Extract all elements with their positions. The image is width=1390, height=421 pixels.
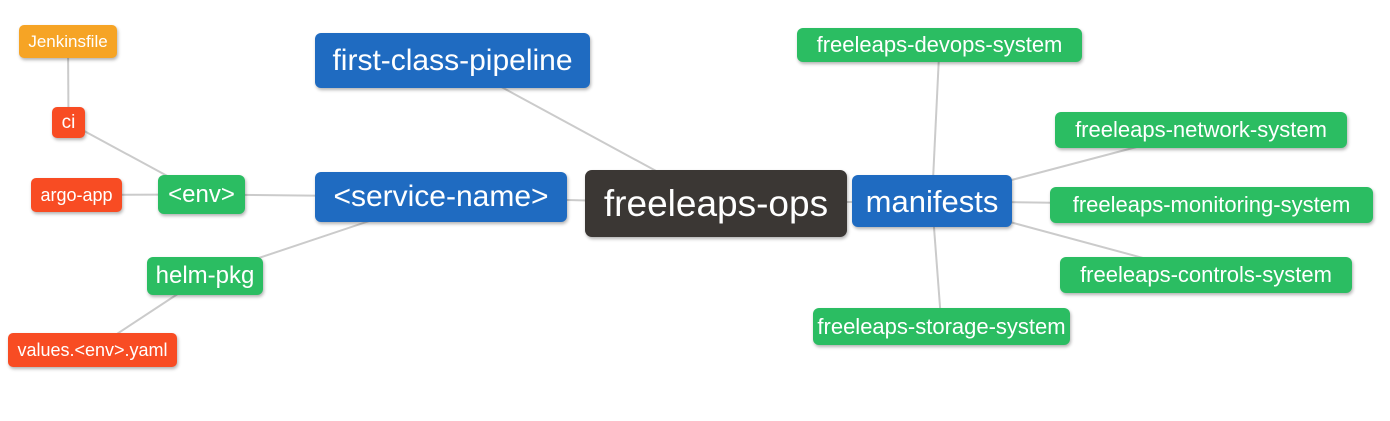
node-first-class-pipeline[interactable]: first-class-pipeline	[315, 33, 590, 88]
node-values-env-yaml[interactable]: values.<env>.yaml	[8, 333, 177, 367]
node-freeleaps-network-system[interactable]: freeleaps-network-system	[1055, 112, 1347, 148]
node-freeleaps-storage-system[interactable]: freeleaps-storage-system	[813, 308, 1070, 345]
node-env[interactable]: <env>	[158, 175, 245, 214]
node-freeleaps-monitoring-system[interactable]: freeleaps-monitoring-system	[1050, 187, 1373, 223]
node-freeleaps-ops[interactable]: freeleaps-ops	[585, 170, 847, 237]
node-ci[interactable]: ci	[52, 107, 85, 138]
node-manifests[interactable]: manifests	[852, 175, 1012, 227]
node-freeleaps-devops-system[interactable]: freeleaps-devops-system	[797, 28, 1082, 62]
node-service-name[interactable]: <service-name>	[315, 172, 567, 222]
node-helm-pkg[interactable]: helm-pkg	[147, 257, 263, 295]
node-argo-app[interactable]: argo-app	[31, 178, 122, 212]
node-freeleaps-controls-system[interactable]: freeleaps-controls-system	[1060, 257, 1352, 293]
node-jenkinsfile[interactable]: Jenkinsfile	[19, 25, 117, 58]
